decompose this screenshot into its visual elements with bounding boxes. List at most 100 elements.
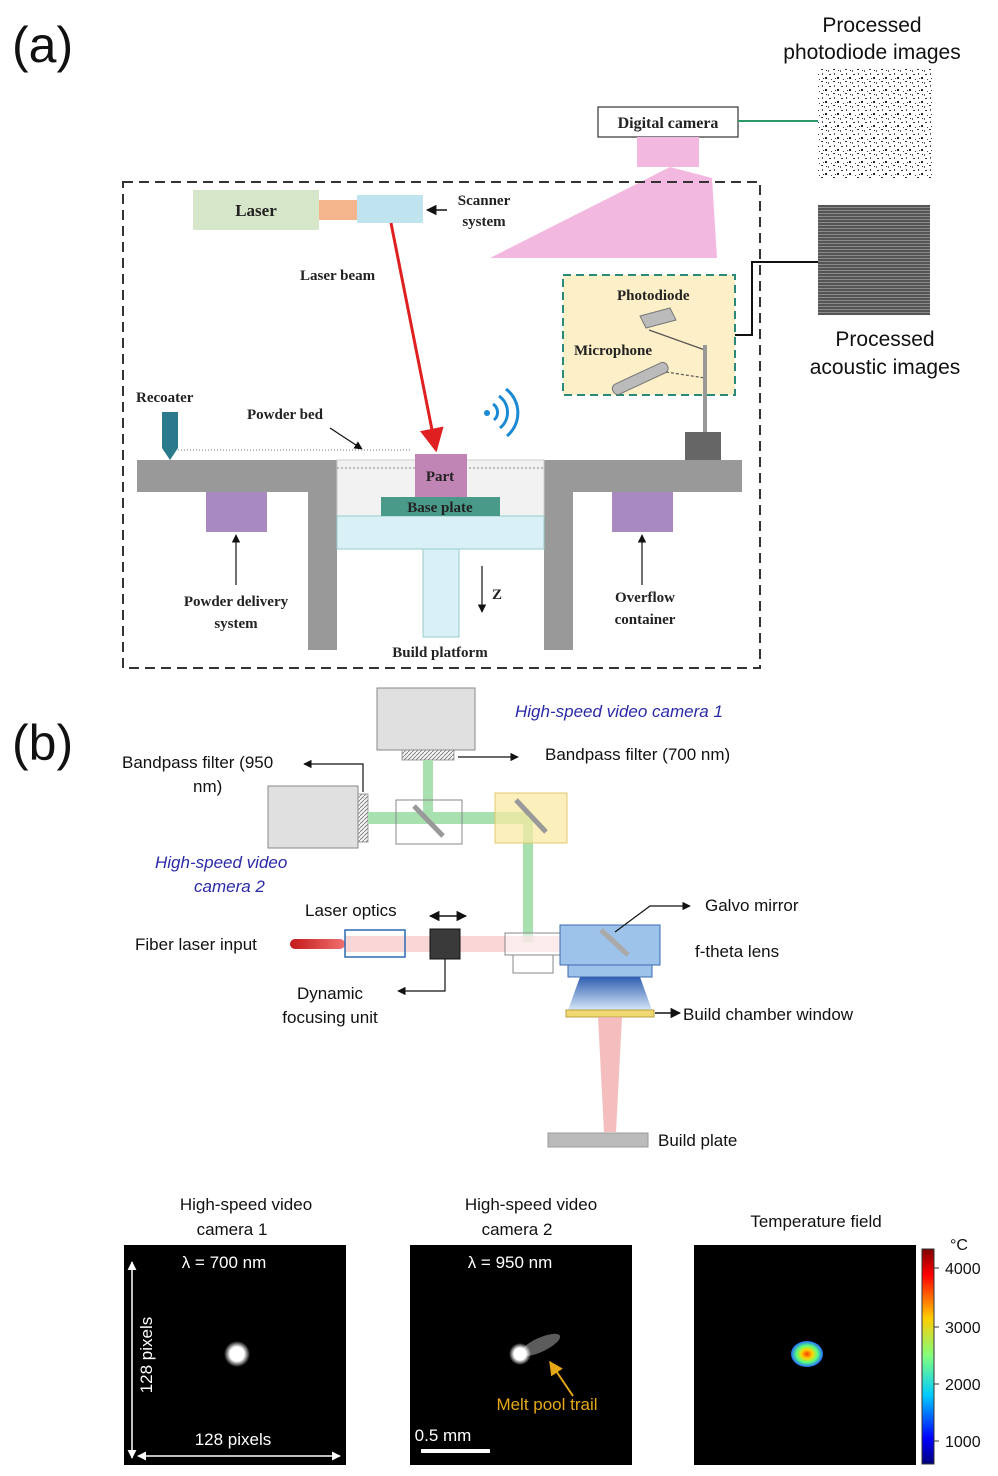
laser-label: Laser — [235, 201, 277, 220]
sensor-cable — [735, 261, 818, 336]
f-theta-lens — [568, 977, 652, 1010]
cam1-title-1: High-speed video — [180, 1195, 312, 1214]
acoustic-image — [818, 205, 930, 315]
laser-box — [193, 190, 319, 230]
left-wall — [308, 492, 337, 650]
fiber-laser-label: Fiber laser input — [135, 935, 257, 954]
camera-field-of-view — [490, 167, 717, 258]
base-plate — [381, 497, 500, 516]
right-floor — [544, 460, 742, 492]
processed-photodiode-title-1: Processed — [822, 14, 921, 37]
f-theta-mount — [567, 964, 653, 978]
pixels-vertical-label: 128 pixels — [137, 1317, 156, 1394]
bandpass-950-label-2: nm) — [193, 777, 222, 796]
cam1-wavelength: λ = 700 nm — [182, 1253, 267, 1272]
build-chamber — [122, 181, 761, 669]
left-floor — [137, 460, 337, 492]
beam-combiner — [504, 932, 564, 956]
laser-optics-label: Laser optics — [305, 901, 397, 920]
build-plate-label: Build plate — [658, 1131, 737, 1150]
panel-a: (a) Processed photodiode images Processe… — [12, 14, 961, 669]
overflow-container — [612, 492, 673, 532]
build-chamber-window-label: Build chamber window — [683, 1005, 854, 1024]
recoater — [162, 412, 178, 460]
laser-beam-label: Laser beam — [300, 268, 376, 284]
cam2-title-2: camera 2 — [482, 1220, 553, 1239]
right-wall — [544, 492, 573, 650]
powder-bed-label: Powder bed — [247, 407, 324, 423]
bandpass-950-label-1: Bandpass filter (950 — [122, 753, 273, 772]
hs-camera-2-body — [267, 785, 359, 849]
dynamic-focusing-unit — [429, 928, 461, 960]
acoustic-wave-icon — [484, 387, 520, 438]
photodiode-label: Photodiode — [617, 288, 690, 304]
overflow-label-1: Overflow — [615, 590, 675, 606]
cam1-title-2: camera 1 — [197, 1220, 268, 1239]
temp-title: Temperature field — [750, 1212, 881, 1231]
scanner-label-2: system — [462, 214, 506, 230]
combiner-base — [512, 954, 554, 974]
green-beam-horizontal — [368, 812, 528, 824]
fiber-laser — [290, 939, 345, 949]
colorbar-tick-1000: 1000 — [945, 1434, 981, 1451]
melt-pool-trail-label: Melt pool trail — [496, 1395, 597, 1414]
scanner-label-1: Scanner — [458, 193, 511, 209]
green-beam-vertical-2 — [523, 818, 533, 942]
focused-laser-beam — [598, 1017, 622, 1132]
powder-delivery-label-2: system — [214, 616, 258, 632]
panel-b-label: (b) — [12, 715, 73, 771]
photodiode-wire — [648, 329, 706, 351]
colorbar-unit: °C — [950, 1237, 968, 1254]
scale-bar — [421, 1449, 490, 1453]
powder-delivery-container — [206, 492, 267, 532]
bandpass-700-label: Bandpass filter (700 nm) — [545, 745, 730, 764]
galvo-pointer — [614, 901, 691, 933]
hs-camera-2-label-2: camera 2 — [194, 877, 265, 896]
powder-bed-pointer — [329, 427, 363, 450]
laser-beam — [389, 222, 444, 453]
dynamic-focusing-label-1: Dynamic — [297, 984, 364, 1003]
splitter-mirror-1 — [412, 804, 445, 838]
photodiode-image — [818, 68, 932, 178]
build-platform-plate — [336, 515, 545, 550]
cam2-melt-pool — [509, 1343, 531, 1365]
digital-camera-label: Digital camera — [618, 115, 719, 132]
overflow-label-2: container — [615, 612, 676, 628]
camera-lens — [637, 137, 699, 167]
sensor-base — [685, 432, 721, 460]
hs-camera-1-label: High-speed video camera 1 — [515, 702, 723, 721]
part — [415, 454, 467, 497]
dynamic-focus-pointer — [397, 959, 446, 996]
scale-bar-label: 0.5 mm — [415, 1426, 472, 1445]
galvo-mirror-element — [599, 928, 630, 957]
build-platform-label: Build platform — [392, 645, 488, 661]
build-chamber-window — [565, 1009, 655, 1018]
hs-camera-2-label-1: High-speed video — [155, 853, 287, 872]
hs-camera-1-body — [376, 687, 476, 751]
laser-connector — [319, 200, 357, 220]
microphone-label: Microphone — [574, 343, 652, 359]
digital-camera-box — [597, 106, 739, 138]
beam-splitter-1 — [395, 799, 463, 845]
pixels-horizontal-label: 128 pixels — [195, 1430, 272, 1449]
powder-delivery-label-1: Powder delivery — [184, 594, 289, 610]
images-row: High-speed video camera 1 High-speed vid… — [124, 1195, 981, 1465]
panel-a-label: (a) — [12, 17, 73, 73]
build-plate — [547, 1132, 649, 1148]
splitter-mirror-2 — [514, 798, 548, 834]
microphone-sensor — [611, 361, 669, 395]
temp-melt-pool — [791, 1341, 823, 1367]
cam2-wavelength: λ = 950 nm — [468, 1253, 553, 1272]
recoater-label: Recoater — [136, 390, 194, 406]
build-platform-shaft — [422, 548, 460, 638]
bandpass-filter-950 — [357, 793, 369, 843]
colorbar-tick-3000: 3000 — [945, 1320, 981, 1337]
beam-splitter-2 — [494, 792, 568, 844]
processed-acoustic-title-2: acoustic images — [810, 356, 961, 379]
bandpass-filter-700 — [401, 749, 455, 761]
base-plate-label: Base plate — [407, 500, 473, 516]
cam1-melt-pool — [224, 1341, 250, 1367]
colorbar-tick-2000: 2000 — [945, 1377, 981, 1394]
galvo-label: Galvo mirror — [705, 896, 799, 915]
dynamic-focusing-label-2: focusing unit — [282, 1008, 378, 1027]
